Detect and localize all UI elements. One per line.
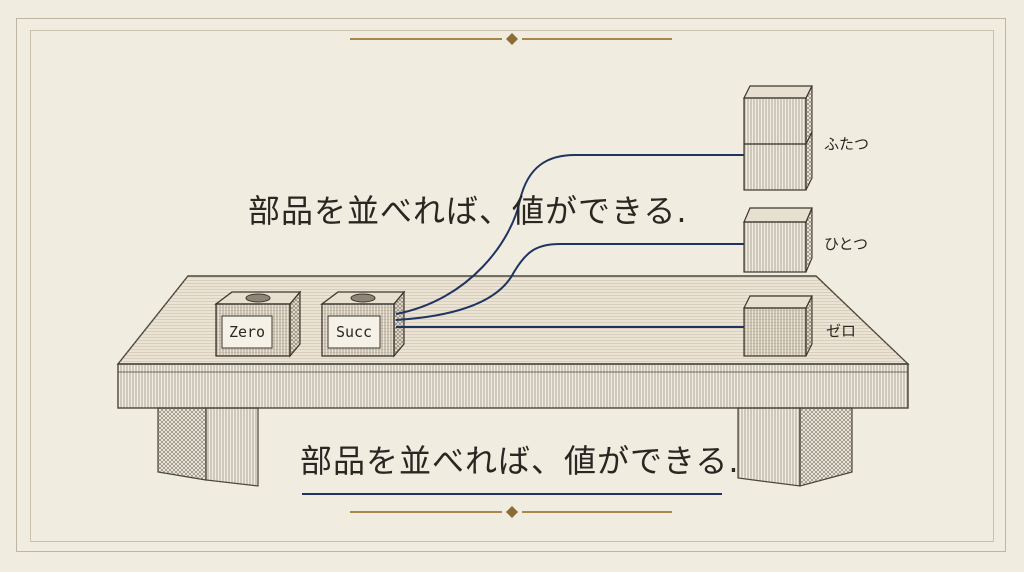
heading-top: 部品を並べれば、値ができる. [248,192,688,230]
two-label: ふたつ [824,135,870,153]
succ-block-label: Succ [335,323,373,341]
zero-block-label: Zero [228,323,266,341]
succ-block [320,290,406,358]
inner-frame [30,30,994,542]
zero-cube [743,295,813,357]
zero-block [214,290,302,358]
bottom-ornament [350,506,672,518]
outer-frame [16,18,1006,552]
top-ornament [350,33,672,45]
table-edge [117,363,909,409]
connector-lines [395,154,744,328]
one-label: ひとつ [824,235,868,253]
heading-underline [302,493,722,495]
zero-label: ゼロ [826,322,857,340]
two-cubes [743,85,813,191]
line-to-one [395,243,744,321]
line-to-two [395,154,744,315]
heading-bottom: 部品を並べれば、値ができる. [300,442,740,480]
one-cube [743,207,813,273]
